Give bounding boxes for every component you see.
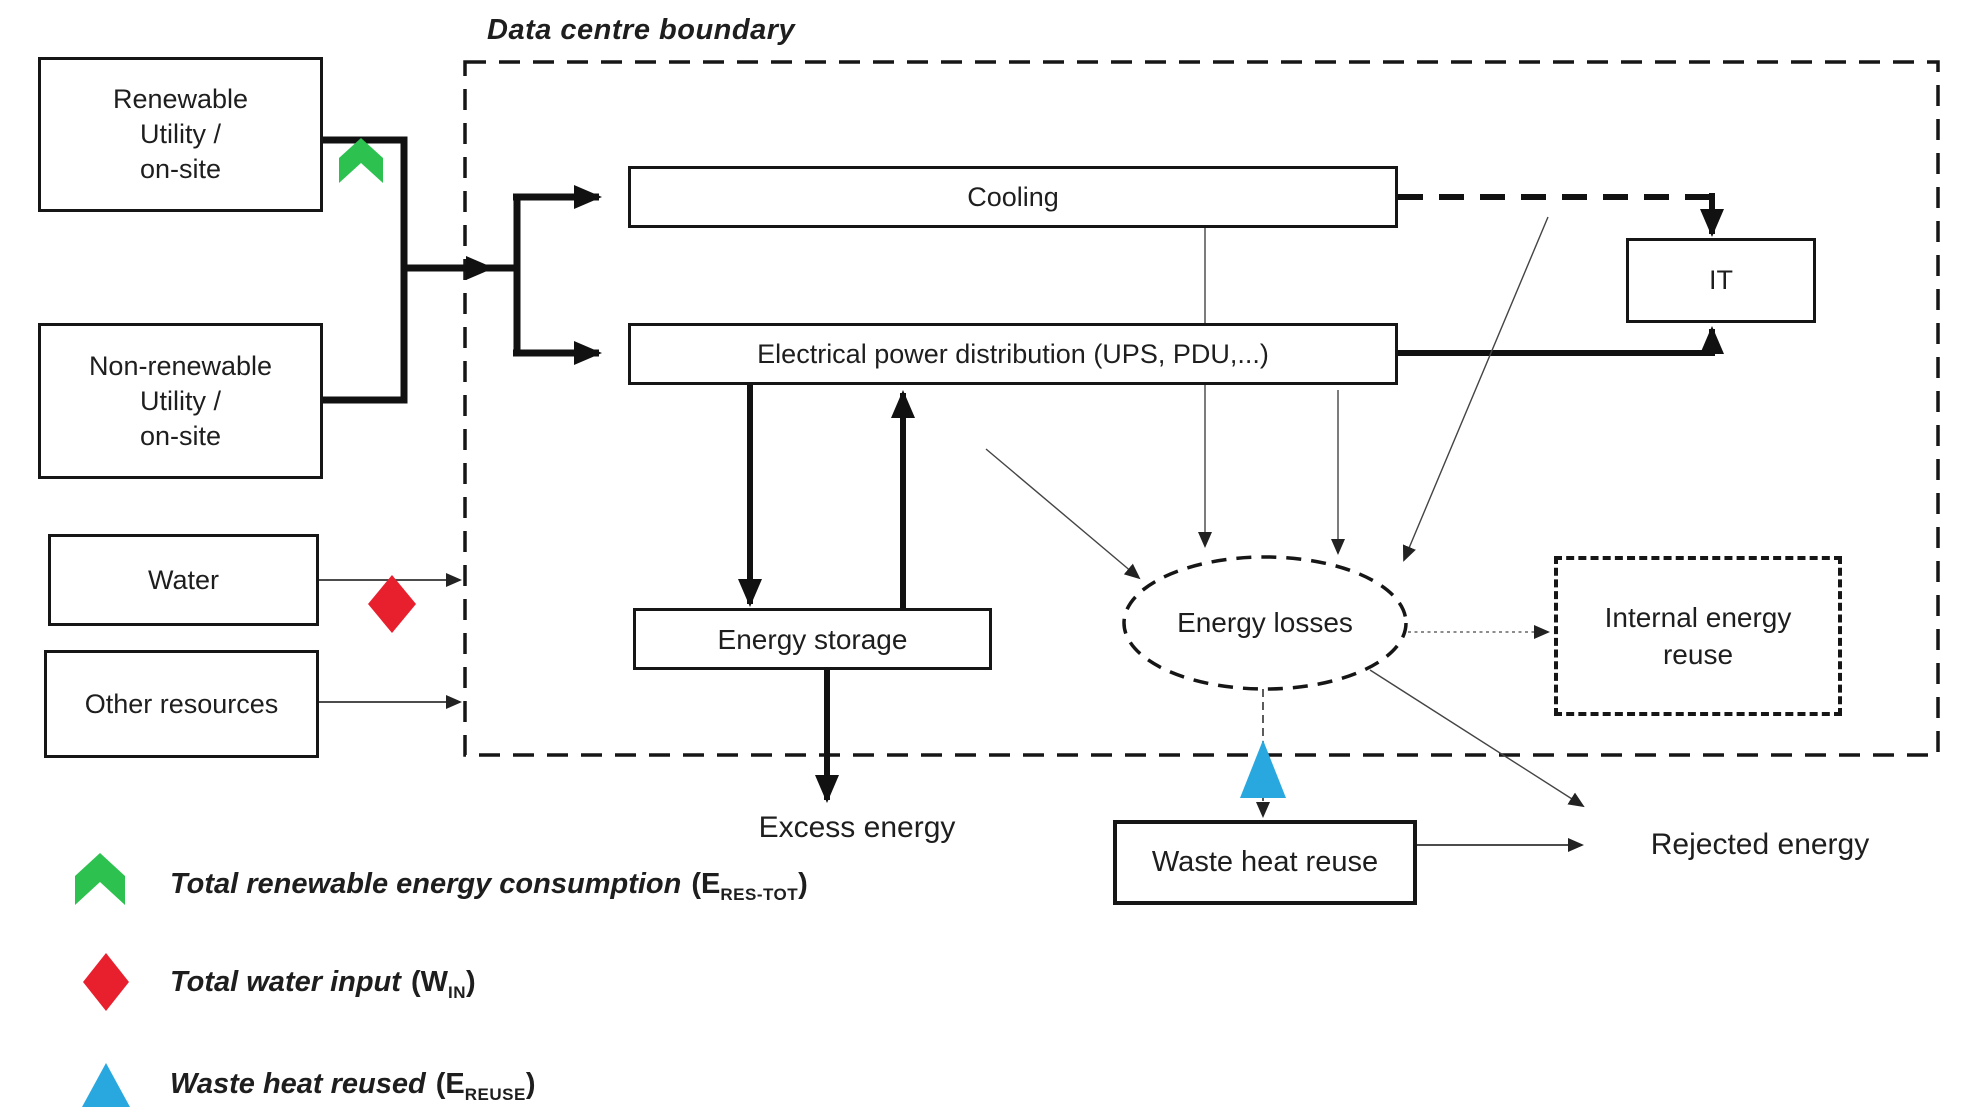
water-label: Water	[147, 564, 219, 595]
other-resources-label: Other resources	[84, 688, 279, 719]
non-renewable-label-line2: Utility /	[140, 385, 221, 416]
renewable-label-line2: Utility /	[140, 119, 221, 149]
legend-renewable-formula: (ERES-TOT)	[691, 868, 808, 904]
node-waste-heat-reuse: Waste heat reuse	[1113, 820, 1417, 905]
node-internal-energy-reuse: Internal energy reuse	[1554, 556, 1842, 716]
loss-arrow-from-electrical	[985, 448, 1141, 580]
node-it: IT	[1626, 238, 1816, 323]
node-electrical-power-distribution: Electrical power distribution (UPS, PDU,…	[628, 323, 1398, 385]
node-non-renewable-utility: Non-renewable Utility / on-site	[38, 323, 323, 479]
legend-green-up-arrow-icon	[75, 853, 125, 905]
utility-trunk-line	[323, 136, 408, 404]
waste-heat-reuse-label: Waste heat reuse	[1151, 846, 1379, 878]
legend-water-label: Total water input	[170, 966, 401, 998]
green-up-arrow-icon	[339, 138, 383, 183]
legend-red-diamond-icon	[83, 953, 129, 1011]
internal-reuse-label-line2: reuse	[1662, 639, 1734, 670]
boundary-title: Data centre boundary	[487, 14, 796, 46]
electrical-label: Electrical power distribution (UPS, PDU,…	[757, 338, 1269, 369]
excess-energy-label: Excess energy	[758, 811, 956, 844]
it-label: IT	[1709, 265, 1733, 295]
legend-waste-heat-label: Waste heat reused	[170, 1068, 426, 1100]
legend-blue-triangle-icon	[82, 1063, 130, 1107]
legend-row-renewable: Total renewable energy consumption (ERES-…	[170, 868, 808, 905]
losses-to-rejected-arrow	[1369, 669, 1585, 808]
legend-row-water: Total water input (WIN)	[170, 966, 476, 1003]
renewable-label-line1: Renewable	[112, 84, 249, 114]
legend-waste-heat-formula: (EREUSE)	[435, 1068, 536, 1104]
legend-water-formula: (WIN)	[410, 966, 476, 1002]
rejected-energy-label: Rejected energy	[1650, 828, 1870, 861]
node-other-resources: Other resources	[44, 650, 319, 758]
non-renewable-label-line1: Non-renewable	[88, 350, 273, 381]
energy-losses-label: Energy losses	[1177, 607, 1353, 638]
energy-storage-label: Energy storage	[717, 623, 908, 655]
node-cooling: Cooling	[628, 166, 1398, 228]
internal-reuse-label-line1: Internal energy	[1604, 602, 1792, 633]
cooling-label: Cooling	[967, 181, 1059, 212]
node-renewable-utility: Renewable Utility / on-site	[38, 57, 323, 212]
red-diamond-icon	[368, 575, 416, 633]
data-centre-boundary	[463, 60, 1940, 757]
legend-row-waste-heat: Waste heat reused (EREUSE)	[170, 1068, 535, 1105]
node-energy-storage: Energy storage	[633, 608, 992, 670]
electrical-to-it-arrow	[1398, 326, 1724, 356]
non-renewable-label-line3: on-site	[139, 420, 222, 451]
node-water: Water	[48, 534, 319, 626]
blue-triangle-icon	[1240, 740, 1286, 798]
energy-losses-ellipse	[1122, 555, 1408, 691]
renewable-label-line3: on-site	[139, 154, 222, 184]
legend-renewable-label: Total renewable energy consumption	[170, 868, 682, 900]
loss-arrow-from-it	[1402, 216, 1549, 562]
